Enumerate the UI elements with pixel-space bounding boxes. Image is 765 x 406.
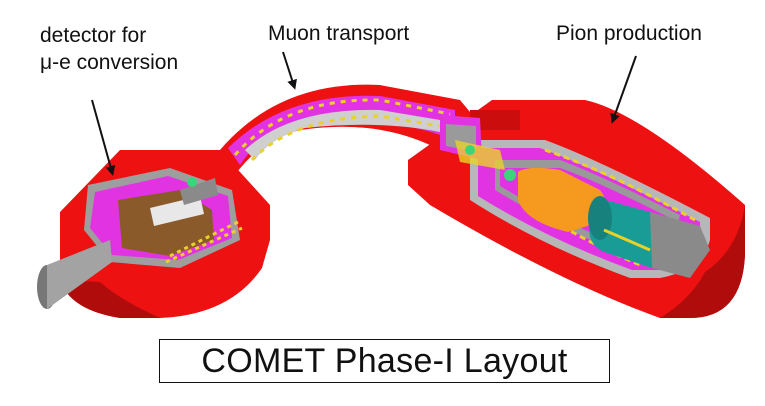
label-muon-transport: Muon transport: [268, 22, 410, 45]
muon-transport-solenoid: [220, 84, 505, 175]
diagram-title: COMET Phase-I Layout: [159, 339, 610, 383]
label-detector: detector for μ-e conversion: [40, 22, 178, 76]
arrow-muon: [282, 51, 297, 90]
label-detector-line1: detector for: [40, 24, 147, 47]
detector-solenoid: [37, 150, 270, 318]
arrow-detector: [91, 99, 116, 176]
label-pion-production: Pion production: [556, 22, 702, 45]
pion-production-solenoid: [408, 100, 745, 318]
arrow-pion: [610, 55, 637, 124]
label-detector-line2: μ-e conversion: [40, 51, 179, 74]
